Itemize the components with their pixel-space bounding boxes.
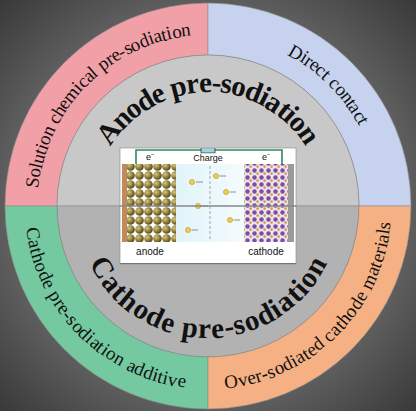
glyph: r	[184, 68, 200, 98]
method-label: Solution chemical pre-sodiation	[17, 15, 201, 198]
charger-symbol	[201, 147, 215, 153]
sector-fill	[208, 206, 411, 409]
sector-fill	[5, 206, 208, 409]
category-label: Cathode pre-sodiation	[79, 243, 339, 352]
cathode-collector	[288, 164, 294, 242]
method-label: Over-sodiated cathode materials	[216, 210, 399, 396]
figure-label: e⁻	[261, 153, 271, 162]
anode-collector	[122, 164, 127, 242]
glyph: s	[374, 220, 394, 229]
method-label: Cathode pre-sodiation additive	[18, 218, 197, 395]
ion-motion-arrows	[192, 176, 241, 230]
glyph: e	[198, 68, 212, 97]
glyph: r	[197, 314, 211, 343]
ring-sector: Over-sodiated cathode materials	[208, 206, 411, 409]
sector-fill	[57, 55, 359, 206]
half-disc: Anode pre-sodiation	[57, 55, 359, 206]
separator	[210, 166, 211, 240]
category-label: Anode pre-sodiation	[85, 59, 332, 158]
ring-sector: Cathode pre-sodiation additive	[5, 206, 208, 409]
figure-label: cathode	[247, 247, 285, 257]
figure-label: Charge	[192, 154, 224, 163]
cathode-particles	[244, 164, 288, 242]
figure-label: anode	[135, 247, 165, 257]
figure-label: e⁻	[145, 153, 155, 162]
figure-panel	[120, 147, 296, 263]
anode-particles	[127, 164, 176, 242]
sodium-ions	[185, 173, 232, 232]
electrolyte	[176, 164, 244, 242]
ring-sector: Solution chemical pre-sodiation	[5, 3, 208, 206]
glyph: e	[176, 371, 187, 391]
glyph: p	[180, 312, 200, 343]
glyph: n	[180, 20, 192, 40]
